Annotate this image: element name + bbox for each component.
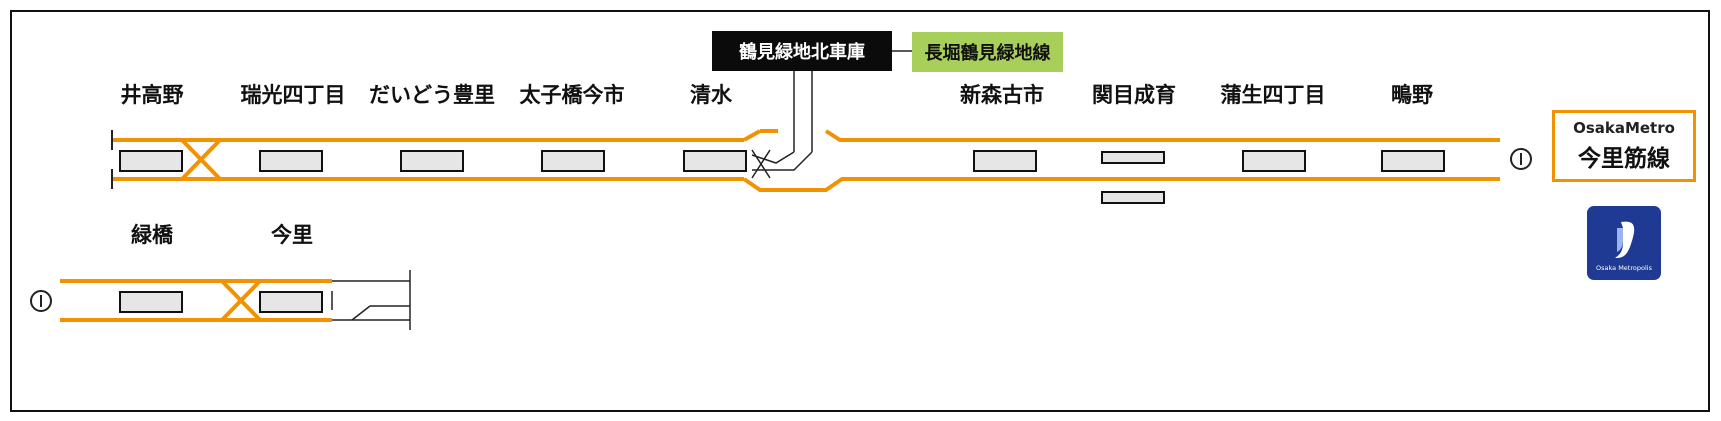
track-upper-join bbox=[743, 129, 761, 142]
platform-imazato bbox=[259, 291, 323, 313]
logo-mark-icon bbox=[1615, 221, 1635, 258]
station-name-imazato: 今里 bbox=[271, 223, 313, 247]
station-names-bottom: 緑橋 今里 bbox=[131, 223, 313, 247]
line-operator: OsakaMetro bbox=[1573, 119, 1675, 137]
line-name: 今里筋線 bbox=[1578, 146, 1670, 172]
bottom-siding bbox=[331, 270, 411, 330]
station-name-shinmoriko: 新森古市 bbox=[960, 83, 1044, 107]
platforms-top bbox=[119, 150, 1445, 204]
depot-label: 鶴見緑地北車庫 bbox=[712, 31, 892, 71]
depot-connector bbox=[751, 50, 912, 179]
platform-shinmoriko bbox=[973, 150, 1037, 172]
bottom-crossover-2 bbox=[220, 279, 262, 322]
station-name-shimizu: 清水 bbox=[690, 83, 733, 107]
platform-midoribashi bbox=[119, 291, 183, 313]
platform-zuiko bbox=[259, 150, 323, 172]
platform-gamo bbox=[1242, 150, 1306, 172]
diagram-frame bbox=[10, 10, 1710, 412]
platform-shigino bbox=[1381, 150, 1445, 172]
line-badge: OsakaMetro 今里筋線 bbox=[1552, 110, 1696, 182]
station-name-daido: だいどう豊里 bbox=[369, 83, 495, 107]
connection-label: 長堀鶴見緑地線 bbox=[912, 32, 1063, 72]
crossover-2 bbox=[180, 138, 222, 181]
depot-link-2 bbox=[752, 151, 813, 171]
station-name-sekime: 関目成育 bbox=[1092, 83, 1176, 107]
track-upper-right bbox=[824, 129, 1500, 142]
platform-sekime-1 bbox=[1101, 151, 1165, 164]
platform-sekime-2 bbox=[1101, 191, 1165, 204]
osaka-metro-logo: Osaka Metropolis bbox=[1587, 206, 1661, 280]
platform-daido bbox=[400, 150, 464, 172]
depot-x-2 bbox=[751, 149, 771, 179]
track-lower-right bbox=[742, 177, 1500, 192]
terminal-symbol-left bbox=[30, 290, 52, 312]
station-name-taishibashi: 太子橋今市 bbox=[520, 83, 625, 107]
platform-shimizu bbox=[683, 150, 747, 172]
station-names-top: 井高野 瑞光四丁目だいどう豊里 太子橋今市 清水 新森古市 関目成育 蒲生四丁目 鴫野 bbox=[121, 83, 1434, 107]
station-name-gamo: 蒲生四丁目 bbox=[1221, 83, 1326, 107]
terminal-symbol-right bbox=[1510, 148, 1532, 170]
station-name-shigino: 鴫野 bbox=[1391, 83, 1433, 107]
station-name-midoribashi: 緑橋 bbox=[131, 223, 174, 247]
top-tracks bbox=[112, 129, 1500, 192]
station-name-ikadano: 井高野 bbox=[121, 83, 184, 107]
bottom-tracks bbox=[60, 279, 332, 322]
platform-taishibashi bbox=[541, 150, 605, 172]
logo-caption: Osaka Metropolis bbox=[1596, 264, 1652, 272]
depot-link-1 bbox=[751, 151, 795, 164]
platform-ikadano bbox=[119, 150, 183, 172]
platforms-bottom bbox=[119, 291, 323, 313]
station-name-zuiko: 瑞光四丁目 bbox=[241, 83, 346, 107]
siding-3 bbox=[351, 305, 371, 321]
